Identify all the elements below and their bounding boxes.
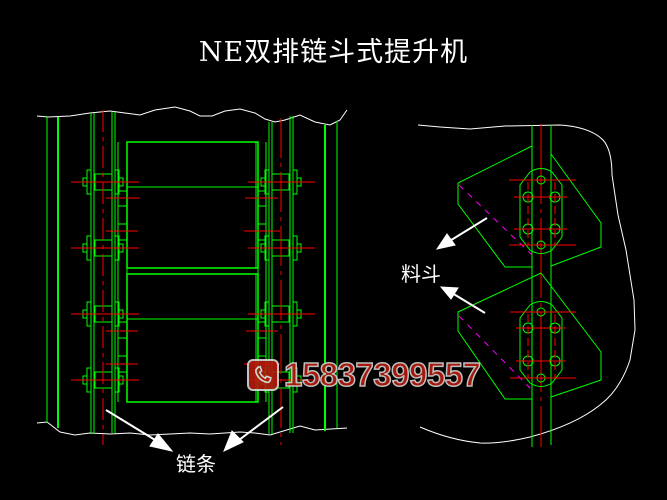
- phone-watermark: 15837399557: [247, 355, 482, 394]
- bucket-arrows: [435, 217, 488, 314]
- phone-icon: [247, 359, 279, 391]
- housing-outline: [417, 124, 636, 444]
- bucket-label: 料斗: [401, 262, 441, 286]
- phone-number: 15837399557: [283, 355, 481, 394]
- link-plate-1: [519, 168, 563, 254]
- centerlines: [71, 110, 315, 445]
- top-break-line: [36, 106, 348, 126]
- bottom-break-line: [36, 421, 348, 436]
- link-plate-2: [519, 301, 563, 387]
- front-view: [36, 106, 348, 452]
- bucket-top: [126, 141, 259, 269]
- bucket-bottom: [126, 273, 259, 403]
- drawing-title: NE双排链斗式提升机: [198, 37, 469, 68]
- bucket-2: [457, 272, 542, 400]
- chain-label: 链条: [176, 452, 216, 476]
- bucket-1: [457, 145, 533, 268]
- side-view: [417, 124, 636, 447]
- chain-arrows: [105, 406, 284, 452]
